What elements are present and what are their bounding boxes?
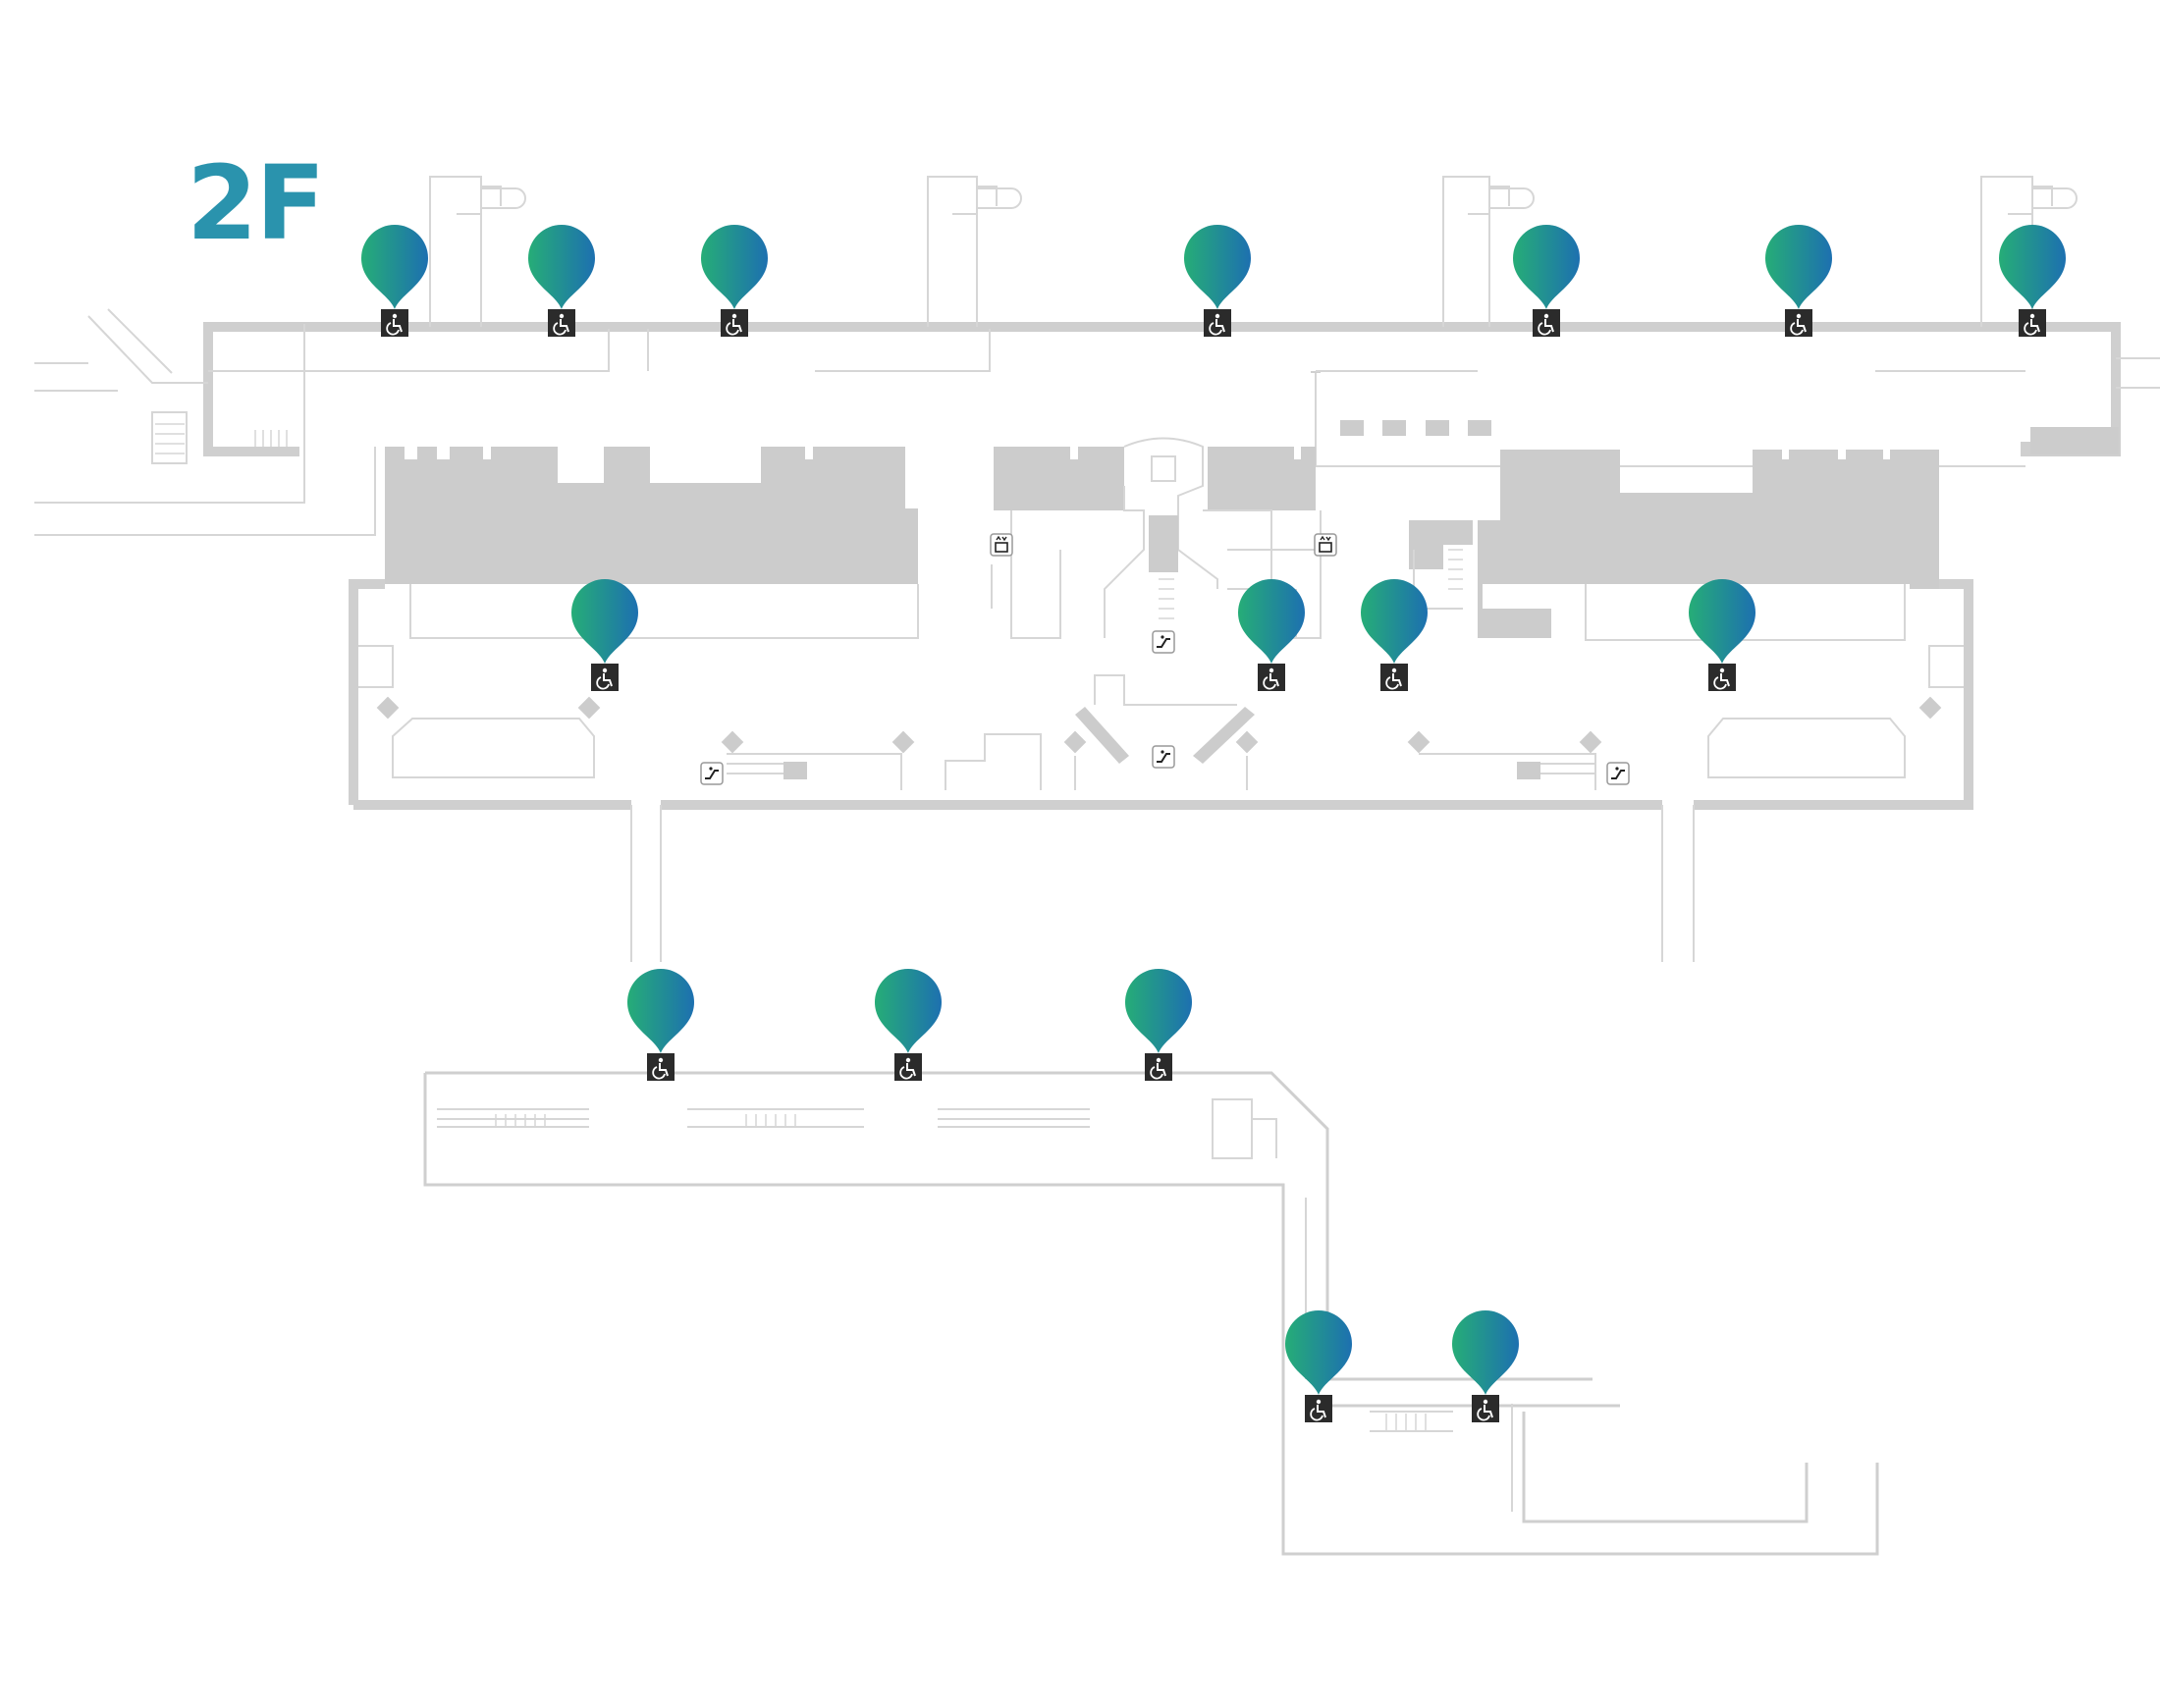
escalator-icon[interactable] <box>1606 762 1630 785</box>
map-pin-icon <box>528 225 595 309</box>
stairs-left-2 <box>254 430 288 447</box>
map-pin-icon <box>701 225 768 309</box>
escalator-icon[interactable] <box>700 762 724 785</box>
accessible-restroom-marker[interactable] <box>875 969 942 1081</box>
accessible-restroom-marker[interactable] <box>1125 969 1192 1081</box>
map-pin-icon <box>1999 225 2066 309</box>
marker-layer <box>361 225 2066 1422</box>
escalator-icon[interactable] <box>1152 745 1175 769</box>
map-pin-icon <box>1184 225 1251 309</box>
accessible-restroom-marker[interactable] <box>1999 225 2066 337</box>
accessible-restroom-marker[interactable] <box>1689 579 1755 691</box>
accessible-restroom-marker[interactable] <box>1285 1310 1352 1422</box>
accessible-restroom-marker[interactable] <box>361 225 428 337</box>
map-pin-icon <box>1361 579 1428 664</box>
accessible-restroom-marker[interactable] <box>1513 225 1580 337</box>
map-pin-icon <box>1513 225 1580 309</box>
floor-label: 2F <box>187 143 325 263</box>
elevator-icon[interactable] <box>990 533 1013 557</box>
map-pin-icon <box>361 225 428 309</box>
lower-pier <box>423 1071 1879 1556</box>
accessible-restroom-marker[interactable] <box>1184 225 1251 337</box>
accessible-restroom-marker[interactable] <box>1361 579 1428 691</box>
accessible-restroom-marker[interactable] <box>1765 225 1832 337</box>
stairs-right <box>1448 549 1463 590</box>
elevator-icon[interactable] <box>1314 533 1337 557</box>
accessible-restroom-marker[interactable] <box>528 225 595 337</box>
accessible-restroom-marker[interactable] <box>1452 1310 1519 1422</box>
escalator-icon[interactable] <box>1152 630 1175 654</box>
map-pin-icon <box>1689 579 1755 664</box>
accessible-restroom-marker[interactable] <box>627 969 694 1081</box>
map-pin-icon <box>1765 225 1832 309</box>
map-pin-icon <box>1452 1310 1519 1395</box>
map-pin-icon <box>1285 1310 1352 1395</box>
map-pin-icon <box>1238 579 1305 664</box>
pier-stairs <box>495 1114 1427 1431</box>
stairs-left <box>155 423 185 454</box>
map-pin-icon <box>571 579 638 664</box>
map-pin-icon <box>627 969 694 1053</box>
map-pin-icon <box>1125 969 1192 1053</box>
center-escalator-steps <box>1159 578 1174 619</box>
accessible-restroom-marker[interactable] <box>1238 579 1305 691</box>
accessible-restroom-marker[interactable] <box>701 225 768 337</box>
map-pin-icon <box>875 969 942 1053</box>
upper-building <box>34 176 2160 962</box>
accessible-restroom-marker[interactable] <box>571 579 638 691</box>
